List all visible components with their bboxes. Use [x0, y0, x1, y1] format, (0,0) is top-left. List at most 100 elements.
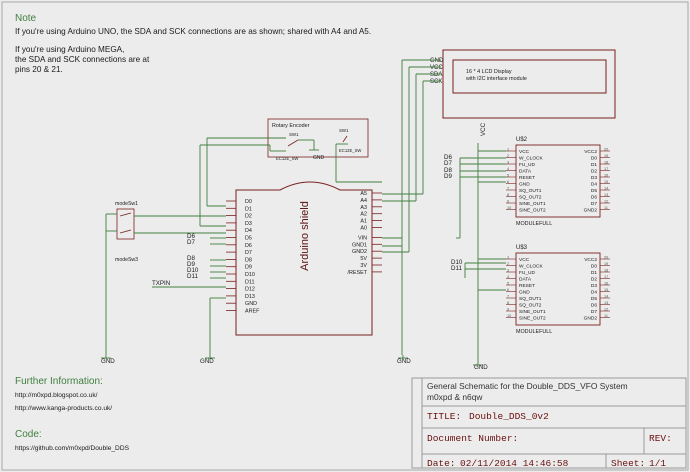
module-pin-number: 2	[507, 154, 509, 158]
arduino-pin-label: GND	[245, 301, 257, 307]
module-pin-label: D0	[591, 155, 597, 161]
svg-text:D7: D7	[187, 239, 195, 246]
module-pin-label: FU_UD	[519, 162, 536, 168]
arduino-pin-label: D6	[245, 243, 252, 249]
module-pin-number: 12	[604, 199, 608, 203]
module-body	[515, 252, 601, 326]
module-pin-number: 11	[604, 314, 608, 318]
module-pin-label: DATA	[519, 168, 532, 174]
arduino-pin-label: D12	[245, 287, 255, 293]
info-link-1[interactable]: http://m0xpd.blogspot.co.uk/	[15, 392, 98, 399]
svg-text:D9: D9	[444, 173, 452, 180]
module-pin-label: FU_UD	[519, 270, 536, 276]
module-pin-label: RESET	[519, 175, 535, 181]
module-pin-label: D6	[591, 302, 597, 308]
svg-text:D10: D10	[187, 267, 199, 274]
tb-title-label: TITLE:	[427, 411, 462, 422]
svg-text:D11: D11	[187, 273, 198, 280]
note-mega-2: the SDA and SCK connections are at	[15, 55, 150, 64]
arduino-pin-label: A2	[360, 212, 367, 218]
module-pin-number: 1	[507, 255, 509, 259]
module-ref: U$2	[516, 137, 528, 143]
wires	[101, 59, 506, 366]
module-pin-number: 8	[507, 301, 509, 305]
svg-text:GND: GND	[101, 358, 115, 365]
svg-text:GND: GND	[397, 358, 411, 365]
arduino-pin-label: A0	[360, 226, 367, 232]
module-pin-number: 20	[604, 255, 608, 259]
module-pin-label: SINE_OUT2	[519, 315, 546, 321]
tb-date-value: 02/11/2014 14:46:58	[460, 458, 569, 469]
arduino-pin-label: D7	[245, 250, 252, 256]
module-pin-number: 3	[507, 160, 509, 164]
note-mega-1: If you're using Arduino MEGA,	[15, 45, 125, 54]
note-heading: Note	[15, 13, 37, 24]
module-part: MODULEFULL	[516, 329, 552, 335]
module-pin-number: 6	[507, 180, 509, 184]
svg-text:SW1: SW1	[339, 128, 349, 133]
module-pin-number: 9	[507, 307, 509, 311]
module-pin-number: 16	[604, 173, 608, 177]
module-pin-number: 5	[507, 173, 509, 177]
module-pin-number: 6	[507, 288, 509, 292]
lcd-display: 16 * 4 LCD Display with I2C interface mo…	[430, 49, 616, 119]
arduino-pin-label: A4	[360, 198, 367, 204]
arduino-pin-label: /RESET	[348, 270, 368, 276]
module-pin-number: 8	[507, 193, 509, 197]
arduino-pin-label: D13	[245, 294, 255, 300]
svg-text:D8: D8	[187, 255, 195, 262]
svg-text:D9: D9	[187, 261, 195, 268]
module-pin-number: 7	[507, 294, 509, 298]
lcd-pin-gnd: GND	[430, 58, 444, 64]
module-pin-label: SINE_OUT2	[519, 207, 546, 213]
module-pin-number: 12	[604, 307, 608, 311]
svg-text:D7: D7	[444, 160, 452, 167]
module-pin-label: VCC2	[584, 149, 597, 155]
arduino-pin-label: D8	[245, 257, 252, 263]
tb-heading-2: m0xpd & n6qw	[427, 392, 483, 402]
module-pin-number: 9	[507, 199, 509, 203]
module-pin-number: 14	[604, 186, 608, 190]
tb-title-value: Double_DDS_0v2	[469, 411, 549, 422]
svg-text:GND: GND	[200, 358, 214, 365]
module-pin-number: 20	[604, 147, 608, 151]
module-pin-label: D4	[591, 181, 597, 187]
arduino-pin-label: D11	[245, 279, 255, 285]
module-pin-label: D5	[591, 188, 597, 194]
tb-rev-label: REV:	[649, 433, 672, 444]
module-pin-label: RESET	[519, 283, 535, 289]
module-pin-label: D3	[591, 175, 597, 181]
code-link[interactable]: https://github.com/m0xpd/Double_DDS	[15, 445, 129, 452]
module-pin-label: D7	[591, 201, 597, 207]
module-pin-number: 17	[604, 167, 608, 171]
info-heading: Further Information:	[15, 376, 103, 387]
module-pin-label: D4	[591, 289, 597, 295]
module-pin-label: DATA	[519, 276, 532, 282]
module-pin-label: GND	[519, 289, 530, 295]
module-pin-number: 18	[604, 268, 608, 272]
arduino-pin-label: GND2	[352, 249, 367, 255]
module-pin-label: D0	[591, 263, 597, 269]
arduino-pin-label: D5	[245, 236, 252, 242]
arduino-pin-label: D1	[245, 206, 252, 212]
info-link-2[interactable]: http://www.kanga-products.co.uk/	[15, 405, 113, 412]
svg-text:GND: GND	[313, 155, 325, 161]
arduino-pin-label: AREF	[245, 309, 260, 315]
module-pin-number: 4	[507, 167, 509, 171]
arduino-pin-label: D2	[245, 214, 252, 220]
module-pin-number: 17	[604, 275, 608, 279]
module-pin-number: 13	[604, 193, 608, 197]
arduino-pin-label: A3	[360, 205, 367, 211]
module-pin-number: 2	[507, 262, 509, 266]
module-body	[515, 144, 601, 218]
net-labels: D6 D7 D8 D9 D10 D11 TXPIN D6 D7 D8 D9 D1…	[101, 122, 488, 371]
arduino-pin-label: A5	[360, 191, 367, 197]
module-pin-number: 16	[604, 281, 608, 285]
tb-sheet-value: 1/1	[649, 458, 667, 469]
module-pin-label: D6	[591, 194, 597, 200]
arduino-pin-label: VIN	[358, 235, 367, 241]
module-pin-number: 18	[604, 160, 608, 164]
svg-text:SW1: SW1	[289, 132, 299, 137]
note-mega-3: pins 20 & 21.	[15, 65, 63, 74]
